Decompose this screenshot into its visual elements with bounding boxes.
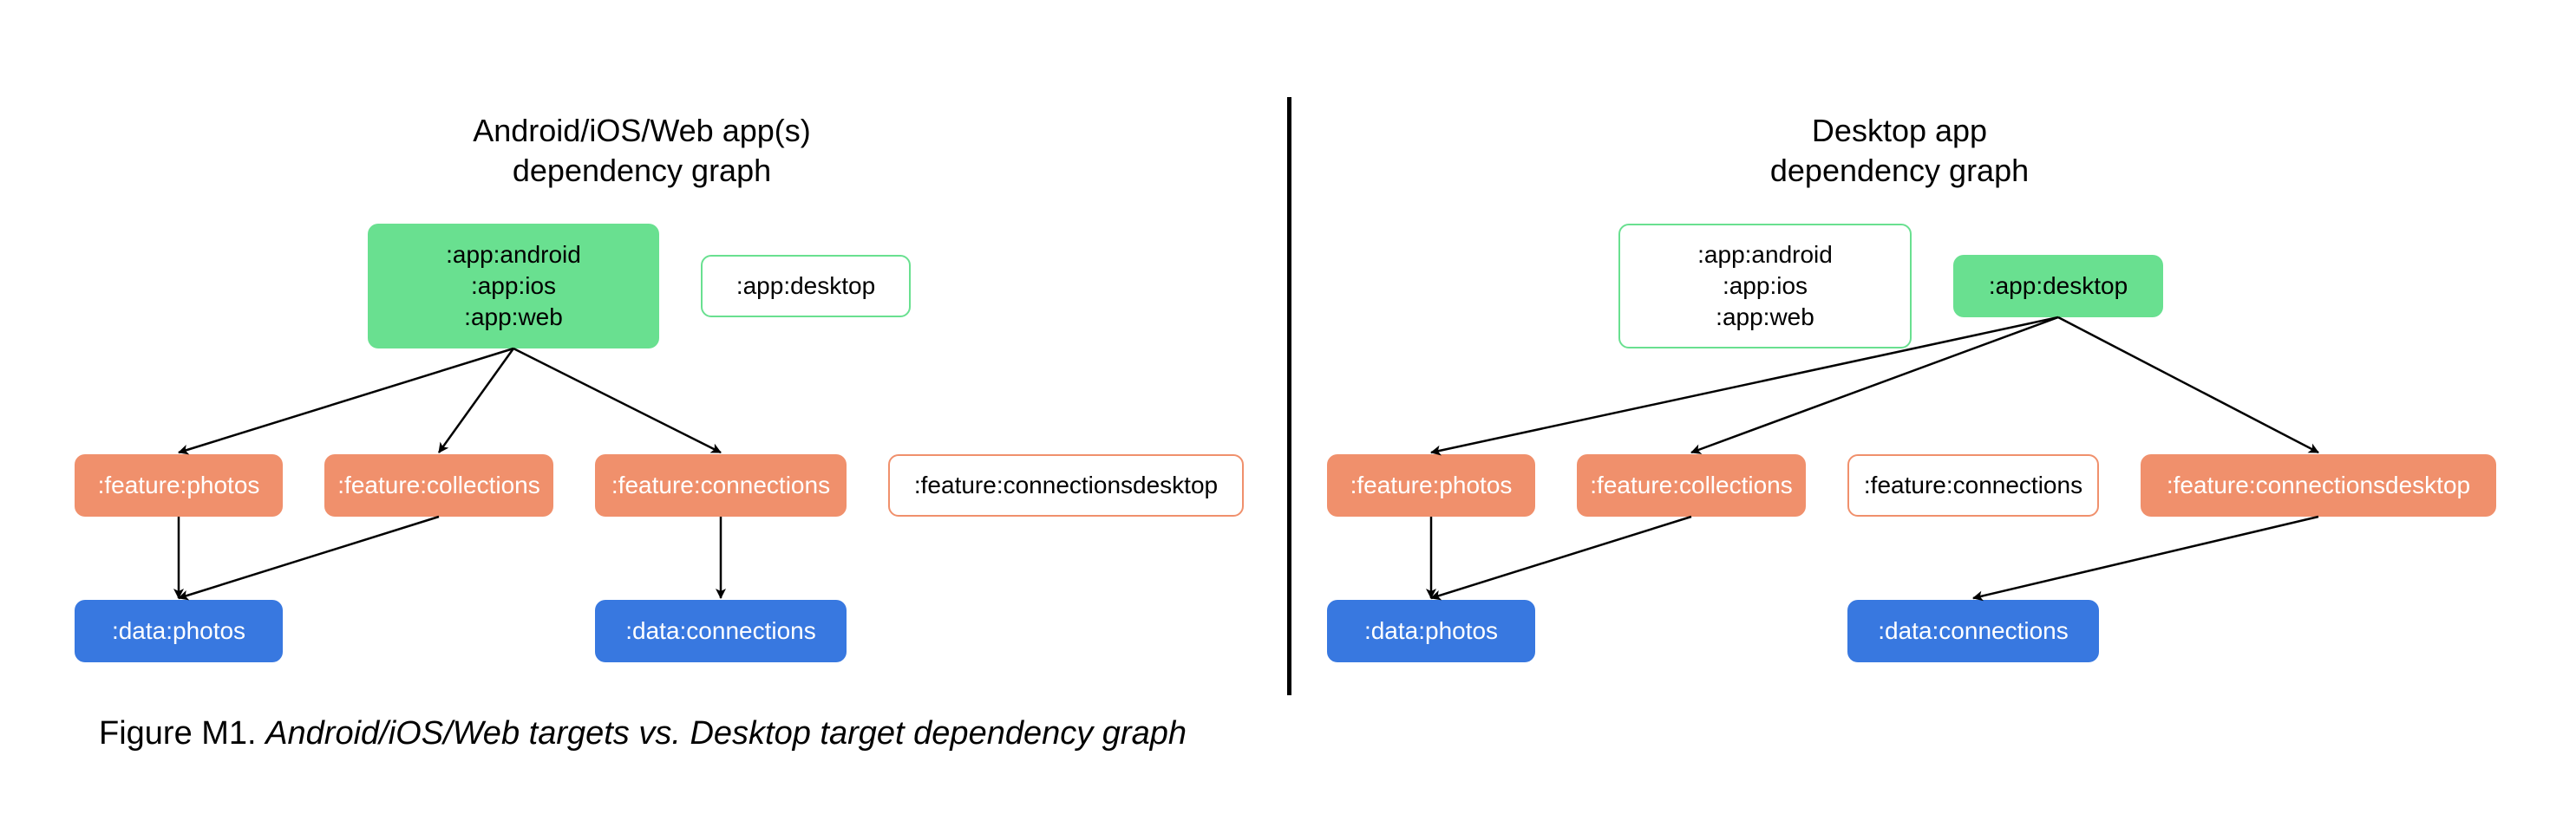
right-edge-desktop-to-feature-collections	[1690, 316, 2059, 454]
left-panel-title: Android/iOS/Web app(s) dependency graph	[473, 113, 811, 188]
left-node-feature-connections: :feature:connections	[595, 454, 847, 517]
left-node-data-connections: :data:connections	[595, 600, 847, 662]
figure-caption: Figure M1. Android/iOS/Web targets vs. D…	[99, 713, 1187, 754]
right-edge-feature-connectionsdesktop-to-data-connections	[1972, 515, 2319, 602]
right-node-feature-photos: :feature:photos	[1327, 454, 1535, 517]
figure-caption-label: Figure M1.	[99, 715, 257, 752]
left-edge-apps-to-feature-connections	[513, 347, 722, 454]
right-node-data-connections: :data:connections	[1847, 600, 2099, 662]
right-edge-desktop-to-feature-connectionsdesktop	[2057, 316, 2319, 454]
left-edge-feature-collections-to-data-photos	[178, 515, 440, 601]
right-node-data-photos: :data:photos	[1327, 600, 1535, 662]
right-edge-desktop-to-feature-photos	[1430, 316, 2059, 456]
left-edge-apps-to-feature-collections	[437, 348, 515, 453]
figure-caption-text: Android/iOS/Web targets vs. Desktop targ…	[265, 715, 1187, 752]
right-panel-title: Desktop app dependency graph	[1769, 113, 2030, 188]
left-edge-apps-to-feature-photos	[178, 347, 514, 455]
left-node-app-android-ios-web: :app:android :app:ios :app:web	[368, 224, 659, 348]
left-node-feature-connectionsdesktop: :feature:connectionsdesktop	[888, 454, 1244, 517]
right-node-feature-connections: :feature:connections	[1847, 454, 2099, 517]
left-node-data-photos: :data:photos	[75, 600, 283, 662]
right-node-feature-collections: :feature:collections	[1577, 454, 1806, 517]
left-node-app-desktop: :app:desktop	[701, 255, 911, 317]
right-node-feature-connectionsdesktop: :feature:connectionsdesktop	[2141, 454, 2496, 517]
right-node-app-android-ios-web: :app:android :app:ios :app:web	[1618, 224, 1912, 348]
right-node-app-desktop: :app:desktop	[1953, 255, 2163, 317]
panel-divider	[1287, 97, 1291, 695]
left-node-feature-collections: :feature:collections	[324, 454, 553, 517]
right-edge-feature-collections-to-data-photos	[1430, 515, 1692, 601]
left-node-feature-photos: :feature:photos	[75, 454, 283, 517]
